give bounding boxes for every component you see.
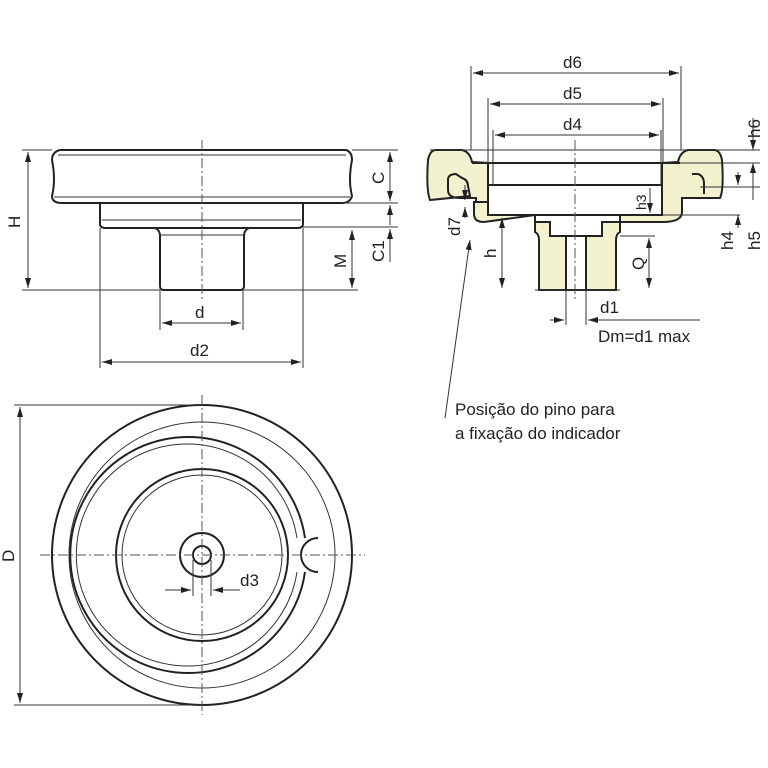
dim-d1: d1 <box>600 298 619 317</box>
dim-C1: C1 <box>369 240 388 262</box>
side-view: H C C1 M d d2 <box>5 140 398 368</box>
section-view: d6 d5 d4 h6 h4 h5 h3 d7 h Q d1 Dm=d1 max… <box>426 53 764 443</box>
dim-H: H <box>5 216 24 228</box>
dim-C: C <box>369 172 388 184</box>
dim-h4: h4 <box>718 231 737 250</box>
dim-d5: d5 <box>563 84 582 103</box>
dim-d6: d6 <box>563 53 582 72</box>
dim-d: d <box>195 303 204 322</box>
dim-h5: h5 <box>745 231 764 250</box>
pin-note-line2: a fixação do indicador <box>455 424 621 443</box>
dim-h6: h6 <box>745 119 764 138</box>
top-view: D d3 <box>0 395 365 715</box>
dim-Q: Q <box>629 257 648 270</box>
dim-h: h <box>481 249 500 258</box>
pin-note-line1: Posição do pino para <box>455 400 615 419</box>
dim-d7: d7 <box>445 217 464 236</box>
dim-dm-note: Dm=d1 max <box>598 327 691 346</box>
dim-h3: h3 <box>633 194 649 210</box>
dim-d3: d3 <box>240 571 259 590</box>
dim-d4: d4 <box>563 115 582 134</box>
dim-M: M <box>331 254 350 268</box>
dim-d2: d2 <box>190 341 209 360</box>
dim-D: D <box>0 550 18 562</box>
